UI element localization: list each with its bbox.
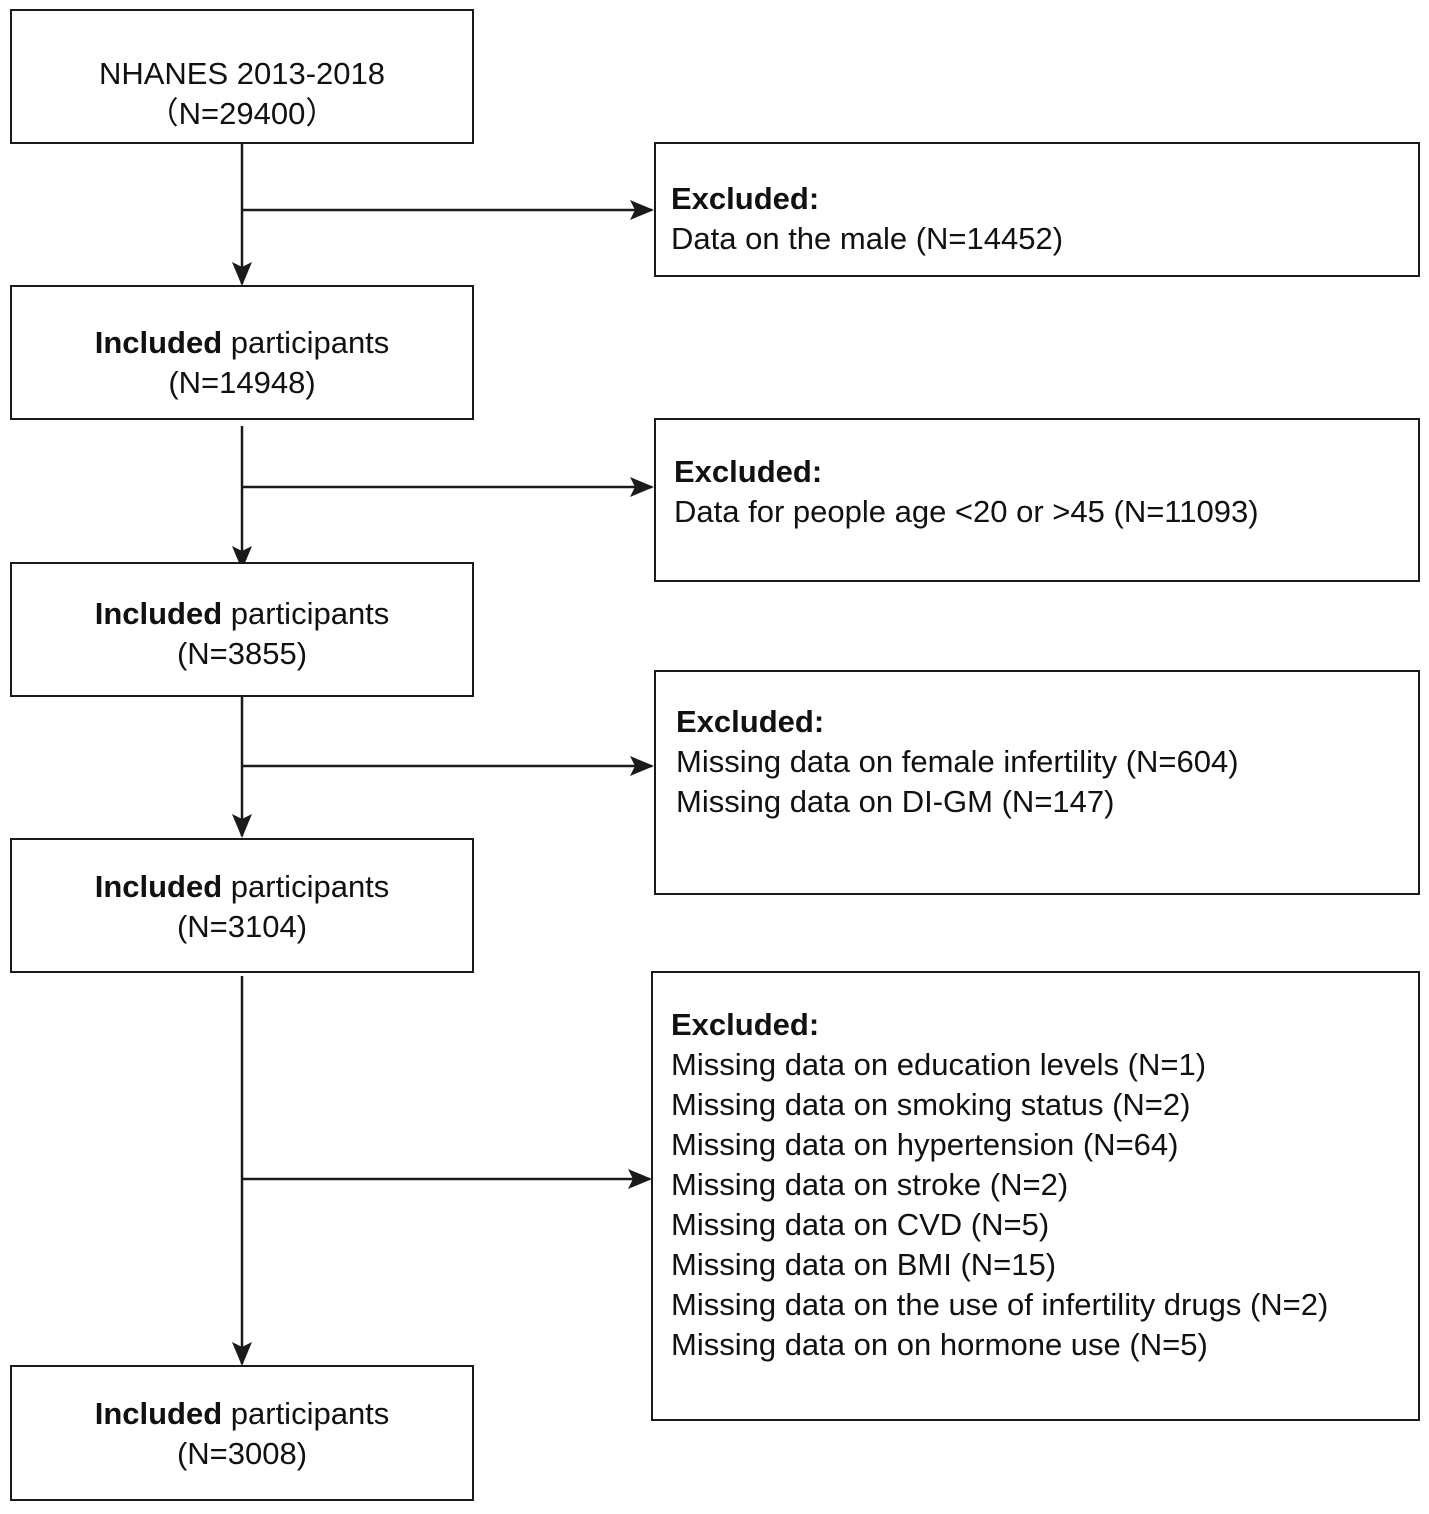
excluded-item: Data on the male (N=14452) [671,221,1064,256]
excluded-heading-4: Excluded: [671,1007,820,1042]
excluded-item: Missing data on the use of infertility d… [671,1287,1329,1322]
excluded-item: Missing data on hypertension (N=64) [671,1127,1179,1162]
excluded-heading-2: Excluded: [674,454,823,489]
included-box-3: Included participants (N=3104) [10,838,474,973]
excluded-item: Missing data on smoking status (N=2) [671,1087,1191,1122]
excluded-item: Missing data on stroke (N=2) [671,1167,1069,1202]
excluded-box-2: Excluded: Data for people age <20 or >45… [654,418,1420,582]
included-label-4: Included participants [94,1396,390,1431]
excluded-box-1: Excluded: Data on the male (N=14452) [654,142,1420,277]
excluded-item: Missing data on education levels (N=1) [671,1047,1207,1082]
start-count: （N=29400） [147,96,337,131]
start-box: NHANES 2013-2018 （N=29400） [10,9,474,144]
excluded-box-3: Excluded: Missing data on female inferti… [654,670,1420,895]
included-label-3: Included participants [94,869,390,904]
excluded-item: Missing data on on hormone use (N=5) [671,1327,1208,1362]
included-box-2: Included participants (N=3855) [10,562,474,697]
included-count-3: (N=3104) [176,909,308,944]
excluded-box-4: Excluded: Missing data on education leve… [651,971,1420,1421]
included-box-4: Included participants (N=3008) [10,1365,474,1501]
included-label-2: Included participants [94,596,390,631]
included-box-1: Included participants (N=14948) [10,285,474,420]
excluded-item: Missing data on CVD (N=5) [671,1207,1050,1242]
included-count-1: (N=14948) [168,365,316,400]
excluded-item: Missing data on BMI (N=15) [671,1247,1057,1282]
excluded-heading-3: Excluded: [676,704,825,739]
excluded-heading-1: Excluded: [671,181,820,216]
included-label-1: Included participants [94,325,390,360]
excluded-item: Data for people age <20 or >45 (N=11093) [674,494,1259,529]
excluded-item: Missing data on female infertility (N=60… [676,744,1239,779]
included-count-2: (N=3855) [176,636,308,671]
start-title: NHANES 2013-2018 [98,56,386,91]
excluded-item: Missing data on DI-GM (N=147) [676,784,1115,819]
included-count-4: (N=3008) [176,1436,308,1471]
